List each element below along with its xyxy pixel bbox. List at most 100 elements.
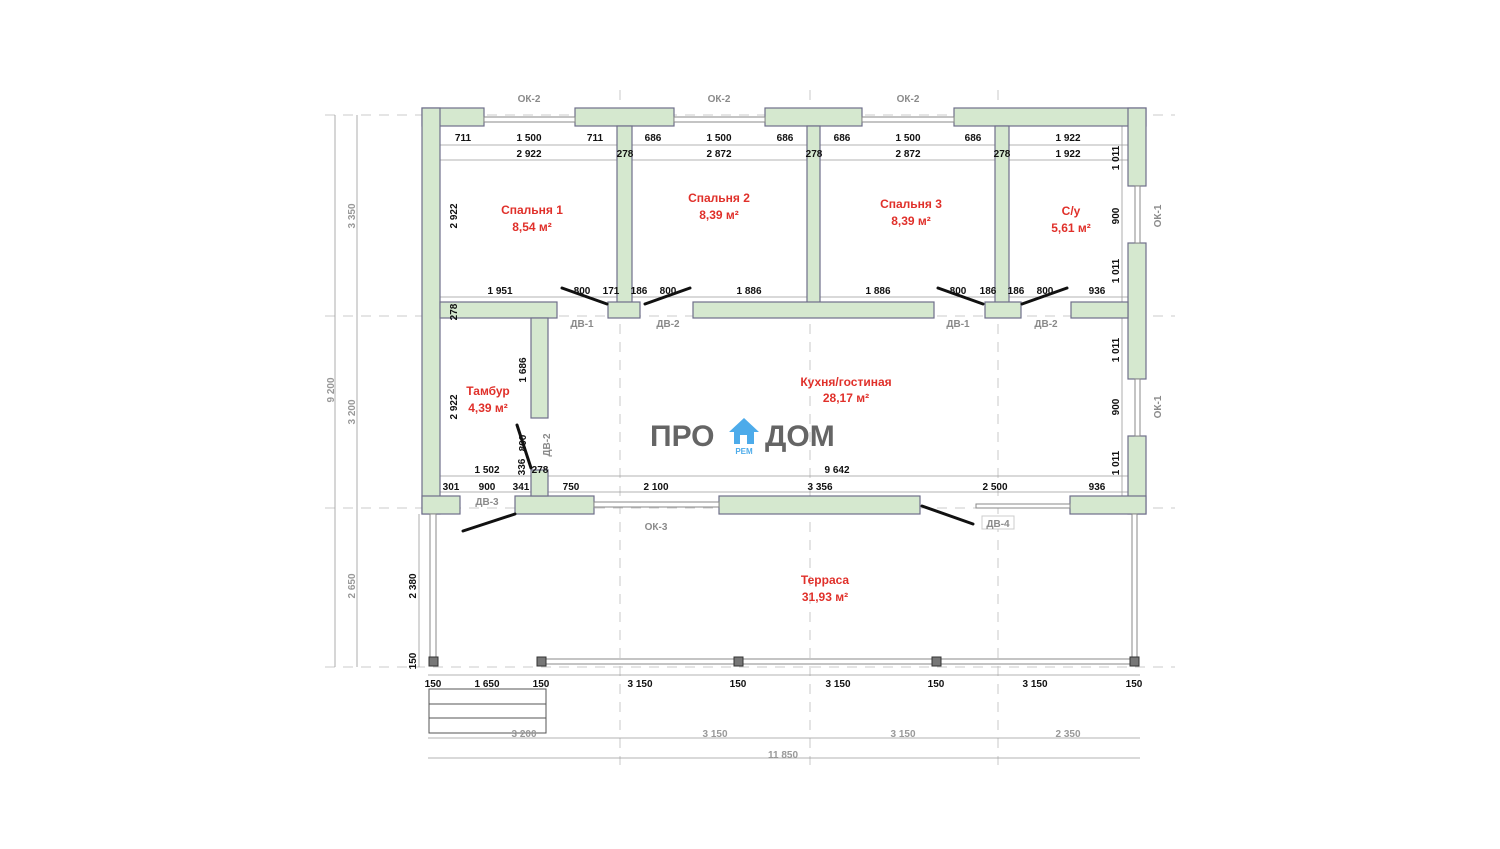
dimension-label: 278	[532, 465, 549, 476]
element-marks: ОК-2 ОК-2 ОК-2 ОК-1 ОК-1 ОК-3 ДВ-1 ДВ-1 …	[475, 94, 1164, 533]
dimension-label: 336	[517, 458, 528, 475]
room-area: 5,61 м²	[1051, 221, 1091, 235]
dimension-label: 686	[834, 133, 851, 144]
dimension-label: ОК-1	[1153, 395, 1164, 418]
dimension-label: 936	[1089, 482, 1106, 493]
dimension-label: 186	[631, 286, 648, 297]
room-name: Терраса	[801, 573, 850, 587]
room-area: 28,17 м²	[823, 391, 869, 405]
room-name: Спальня 2	[688, 191, 750, 205]
stairs	[428, 688, 547, 734]
window-ok1-1	[1134, 185, 1141, 244]
dimension-label: 686	[965, 133, 982, 144]
room-area: 8,54 м²	[512, 220, 552, 234]
dimension-label: 1 650	[474, 679, 499, 690]
dimension-label: 1 500	[516, 133, 541, 144]
dimension-label: 1 886	[865, 286, 890, 297]
window-ok2-1	[483, 116, 576, 123]
house-icon	[729, 418, 759, 444]
dimension-label: 1 011	[1111, 258, 1122, 283]
dimension-label: 900	[1111, 398, 1122, 415]
room-name: Кухня/гостиная	[800, 375, 891, 389]
dimension-label: 278	[449, 303, 460, 320]
overall-dimensions: 3 350 3 200 2 650 9 200 3 200 3 150 3 15…	[326, 203, 1081, 761]
dimension-label: 711	[587, 133, 604, 144]
dimension-label: 11 850	[768, 750, 798, 761]
dimension-label: 1 011	[1111, 145, 1122, 170]
room-name: Тамбур	[466, 384, 510, 398]
dimension-values: 711 1 500 711 686 1 500 686 686 1 500 68…	[408, 133, 1143, 690]
dimension-label: 800	[660, 286, 677, 297]
dimension-label: 3 200	[347, 399, 358, 424]
dimension-label: 800	[574, 286, 591, 297]
dimension-label: 1 922	[1055, 133, 1080, 144]
dimension-label: 1 502	[474, 465, 499, 476]
dimension-label: ДВ-2	[656, 319, 680, 330]
dimension-label: ДОМ	[765, 420, 835, 453]
dimension-label: 1 500	[706, 133, 731, 144]
window-ok2-2	[673, 116, 766, 123]
dimension-label: 2 872	[895, 149, 920, 160]
windows	[483, 116, 1141, 509]
dimension-label: 1 951	[487, 286, 512, 297]
room-area: 8,39 м²	[891, 214, 931, 228]
room-area: 4,39 м²	[468, 401, 508, 415]
dimension-label: 150	[533, 679, 550, 690]
dimension-label: ДВ-4	[986, 519, 1010, 530]
dimension-label: 186	[1008, 286, 1025, 297]
dimension-label: 686	[645, 133, 662, 144]
logo-watermark: ПРО РЕМ ДОМ	[650, 418, 835, 456]
room-labels: Спальня 1 8,54 м² Спальня 2 8,39 м² Спал…	[466, 191, 1091, 604]
dimension-label: 186	[980, 286, 997, 297]
dimension-label: 711	[455, 133, 472, 144]
dimension-label: 3 150	[825, 679, 850, 690]
dimension-label: ОК-3	[645, 522, 668, 533]
room-name: Спальня 1	[501, 203, 563, 217]
walls	[421, 107, 1147, 515]
dimension-label: 2 350	[1055, 729, 1080, 740]
window-ok1-2	[1134, 378, 1141, 437]
dimension-label: 686	[777, 133, 794, 144]
dimension-label: ОК-2	[897, 94, 920, 105]
dimension-label: ДВ-2	[542, 433, 553, 457]
dimension-label: 2 100	[643, 482, 668, 493]
dimension-label: 3 150	[890, 729, 915, 740]
dimension-label: 150	[928, 679, 945, 690]
dimension-label: 278	[806, 149, 823, 160]
dimension-label: 2 922	[449, 203, 460, 228]
dimension-label: 3 350	[347, 203, 358, 228]
window-dv4	[975, 503, 1071, 509]
dimension-label: 301	[443, 482, 460, 493]
dimension-label: 1 886	[736, 286, 761, 297]
dimension-label: ДВ-3	[475, 497, 499, 508]
dimension-label: РЕМ	[735, 447, 753, 456]
dimension-label: 278	[617, 149, 634, 160]
room-area: 8,39 м²	[699, 208, 739, 222]
dimension-label: ДВ-1	[946, 319, 970, 330]
room-name: С/у	[1062, 204, 1081, 218]
dimension-label: 800	[1037, 286, 1054, 297]
dimension-label: 150	[1126, 679, 1143, 690]
post	[536, 656, 547, 667]
dimension-label: 750	[563, 482, 580, 493]
dimension-label: 3 200	[511, 729, 536, 740]
terrace-posts	[428, 656, 1140, 667]
dimension-label: 2 922	[449, 394, 460, 419]
dimension-label: ДВ-1	[570, 319, 594, 330]
post	[1129, 656, 1140, 667]
dimension-label: 2 500	[982, 482, 1007, 493]
dimension-label: ДВ-2	[1034, 319, 1058, 330]
dimension-label: 278	[994, 149, 1011, 160]
dimension-label: 150	[730, 679, 747, 690]
dimension-label: 2 872	[706, 149, 731, 160]
dimension-label: 150	[425, 679, 442, 690]
dimension-label: 900	[1111, 207, 1122, 224]
door-swings	[461, 286, 1069, 533]
post	[428, 656, 439, 667]
dimension-label: ОК-2	[518, 94, 541, 105]
dimension-label: ПРО	[650, 420, 715, 453]
dimension-label: 1 500	[895, 133, 920, 144]
dimension-label: 3 150	[702, 729, 727, 740]
